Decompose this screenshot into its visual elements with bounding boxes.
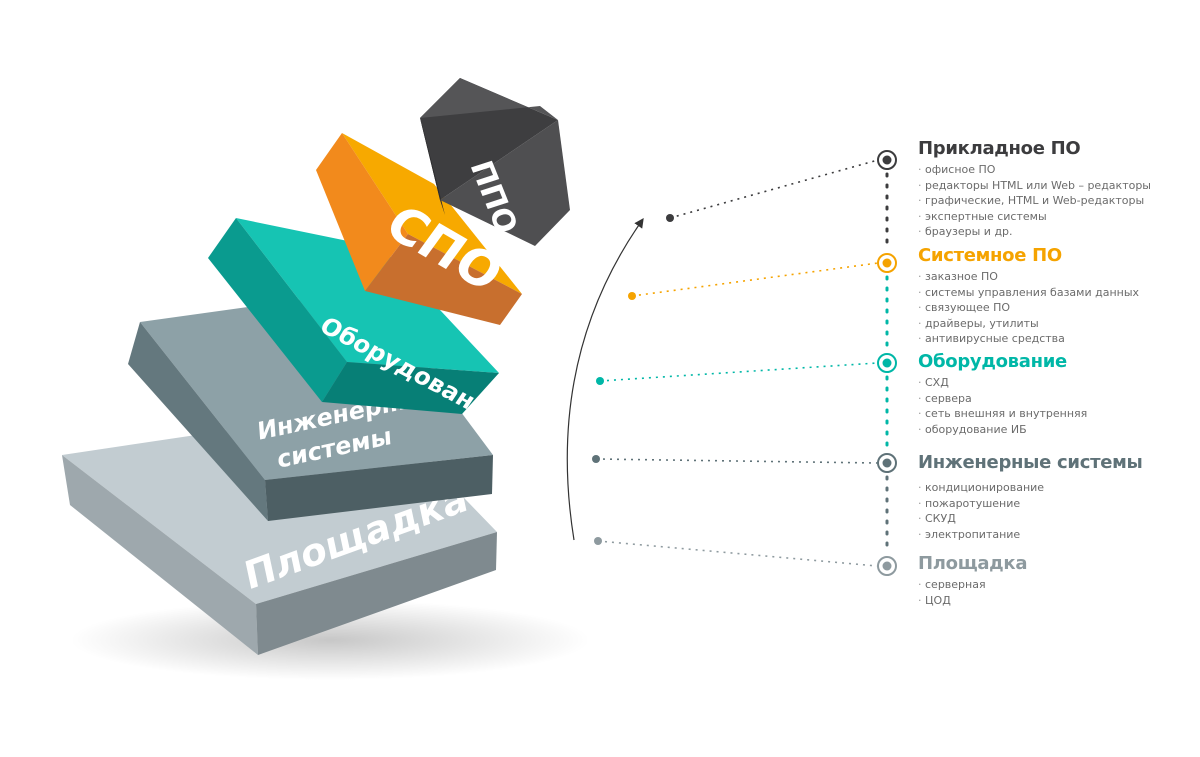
list-item: заказное ПО: [918, 269, 1139, 285]
timeline-node-applied: [877, 150, 897, 170]
list-item: пожаротушение: [918, 496, 1143, 512]
connector-hardware: [599, 362, 878, 382]
list-item: редакторы HTML или Web – редакторы: [918, 178, 1151, 194]
list-item: СКУД: [918, 511, 1143, 527]
level-title-hardware: Оборудование: [918, 351, 1067, 372]
list-item: офисное ПО: [918, 162, 1151, 178]
list-item: связующее ПО: [918, 300, 1139, 316]
list-item: антивирусные средства: [918, 331, 1139, 347]
level-title-system: Системное ПО: [918, 245, 1062, 266]
connector-start-dots: [592, 214, 674, 545]
level-items-site: серверная ЦОД: [918, 577, 1027, 608]
level-title-applied: Прикладное ПО: [918, 138, 1081, 159]
level-title-engineering: Инженерные системы: [918, 452, 1143, 473]
list-item: оборудование ИБ: [918, 422, 1087, 438]
list-item: системы управления базами данных: [918, 285, 1139, 301]
list-item: СХД: [918, 375, 1087, 391]
list-item: ЦОД: [918, 593, 1027, 609]
timeline-node-site: [877, 556, 897, 576]
floor-shadow: [70, 600, 590, 680]
list-item: сервера: [918, 391, 1087, 407]
timeline-node-engineering: [877, 453, 897, 473]
list-item: серверная: [918, 577, 1027, 593]
list-item: сеть внешняя и внутренняя: [918, 406, 1087, 422]
level-engineering: Инженерные системы кондиционирование пож…: [918, 452, 1143, 542]
connector-site: [597, 540, 878, 567]
level-items-hardware: СХД сервера сеть внешняя и внутренняя об…: [918, 375, 1087, 437]
connector-applied: [669, 159, 879, 219]
timeline-node-system: [877, 253, 897, 273]
level-items-system: заказное ПО системы управления базами да…: [918, 269, 1139, 347]
level-title-site: Площадка: [918, 553, 1028, 574]
list-item: экспертные системы: [918, 209, 1151, 225]
list-item: драйверы, утилиты: [918, 316, 1139, 332]
level-hardware: Оборудование СХД сервера сеть внешняя и …: [918, 351, 1087, 437]
growth-arrow: [566, 218, 644, 541]
level-items-applied: офисное ПО редакторы HTML или Web – реда…: [918, 162, 1151, 240]
list-item: браузеры и др.: [918, 224, 1151, 240]
list-item: графические, HTML и Web-редакторы: [918, 193, 1151, 209]
connector-engineering: [595, 458, 878, 464]
timeline-node-hardware: [877, 353, 897, 373]
block-ppo: ППО: [420, 78, 570, 246]
level-system: Системное ПО заказное ПО системы управле…: [918, 245, 1139, 347]
list-item: электропитание: [918, 527, 1143, 543]
level-site: Площадка серверная ЦОД: [918, 553, 1027, 608]
level-items-engineering: кондиционирование пожаротушение СКУД эле…: [918, 480, 1143, 542]
level-applied: Прикладное ПО офисное ПО редакторы HTML …: [918, 138, 1151, 240]
list-item: кондиционирование: [918, 480, 1143, 496]
